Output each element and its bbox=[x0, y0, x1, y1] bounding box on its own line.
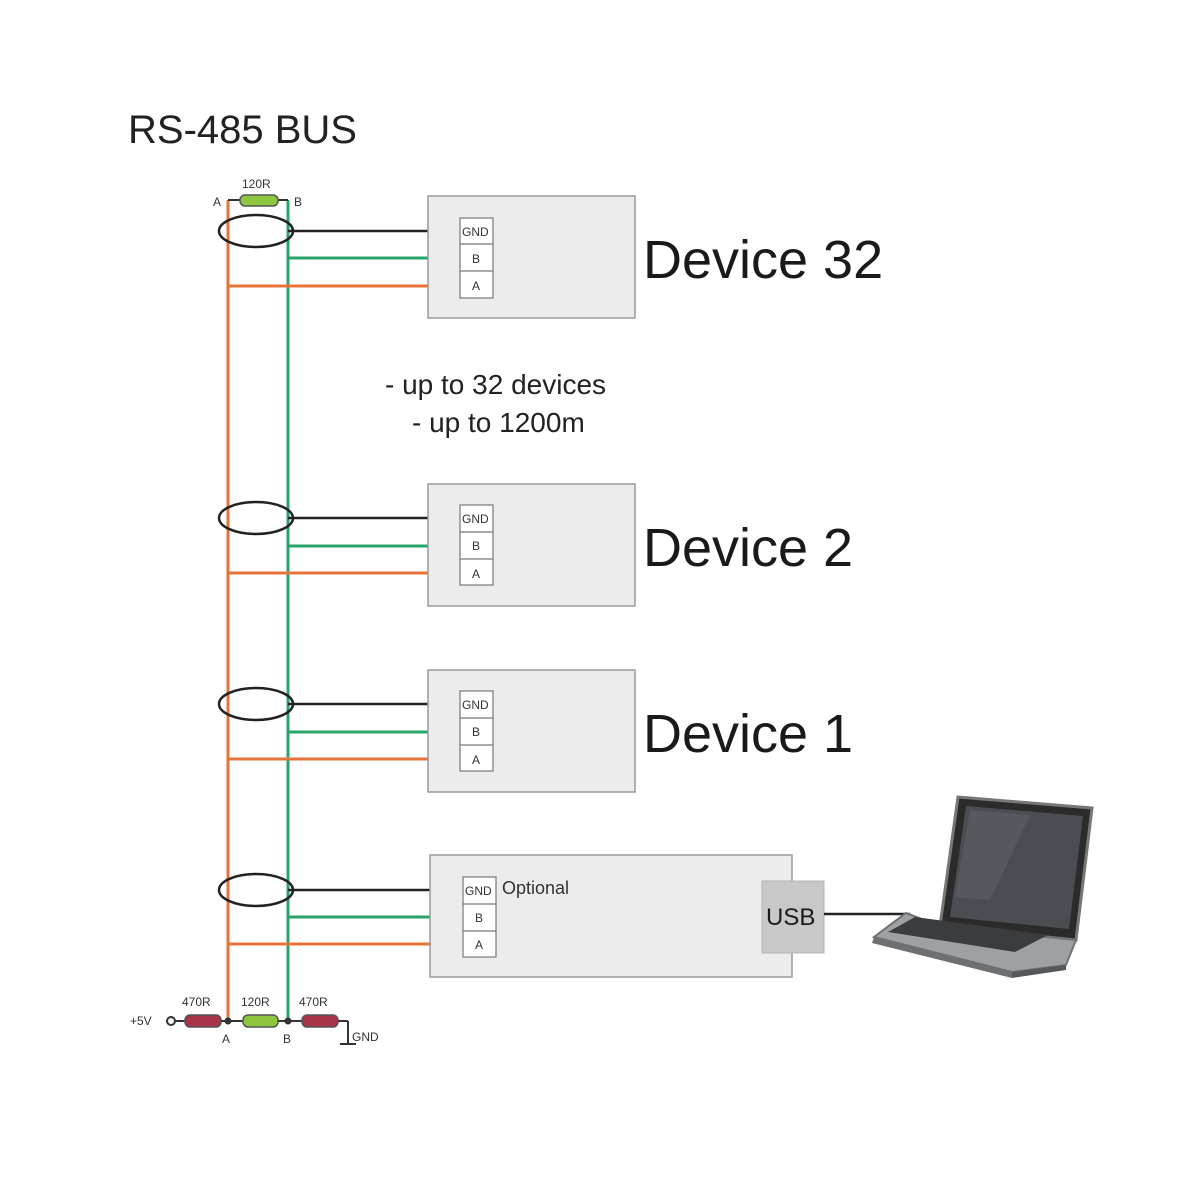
node-a-label: A bbox=[222, 1032, 230, 1046]
pulldown-value: 470R bbox=[299, 995, 328, 1009]
device-32-group: GND B A Device 32 bbox=[217, 195, 883, 319]
pullup-resistor bbox=[184, 1014, 222, 1028]
gnd-label: GND bbox=[352, 1030, 379, 1044]
node-b-label: B bbox=[283, 1032, 291, 1046]
node-b bbox=[284, 1017, 292, 1025]
note-max-devices: - up to 32 devices bbox=[385, 369, 606, 400]
diagram-title: RS-485 BUS bbox=[128, 108, 357, 152]
top-terminator-a-label: A bbox=[213, 195, 221, 209]
terminal-block: GND B A bbox=[459, 504, 494, 586]
laptop-icon bbox=[871, 795, 1094, 978]
pin-b-label: B bbox=[472, 539, 480, 553]
note-max-length: - up to 1200m bbox=[412, 407, 585, 438]
top-terminator-b-label: B bbox=[294, 195, 302, 209]
bias-network: +5V 470R 120R 470R A B GND bbox=[130, 995, 379, 1046]
pin-a-label: A bbox=[472, 753, 480, 767]
pin-b-label: B bbox=[472, 725, 480, 739]
device-1-group: GND B A Device 1 bbox=[217, 669, 853, 793]
pulldown-resistor bbox=[301, 1014, 339, 1028]
optional-label: Optional bbox=[502, 878, 569, 898]
device-32-label: Device 32 bbox=[643, 230, 883, 290]
termination-resistor bbox=[242, 1014, 279, 1028]
supply-terminal bbox=[166, 1016, 176, 1026]
usb-converter-group: GND B A Optional USB bbox=[217, 854, 910, 978]
device-2-box bbox=[427, 483, 636, 607]
top-terminator-resistor bbox=[239, 194, 279, 207]
terminal-block: GND B A bbox=[462, 876, 497, 958]
device-2-group: GND B A Device 2 bbox=[217, 483, 853, 607]
usb-port bbox=[761, 880, 825, 954]
pin-gnd-label: GND bbox=[462, 225, 489, 239]
twisted-pair-marker bbox=[217, 686, 295, 722]
node-a bbox=[224, 1017, 232, 1025]
top-terminator-value: 120R bbox=[242, 177, 271, 191]
pin-gnd-label: GND bbox=[462, 698, 489, 712]
pin-a-label: A bbox=[475, 938, 483, 952]
pin-gnd-label: GND bbox=[465, 884, 492, 898]
pin-b-label: B bbox=[475, 911, 483, 925]
pin-gnd-label: GND bbox=[462, 512, 489, 526]
twisted-pair-marker bbox=[217, 500, 295, 536]
termination-value: 120R bbox=[241, 995, 270, 1009]
twisted-pair-marker bbox=[217, 872, 295, 908]
pullup-value: 470R bbox=[182, 995, 211, 1009]
usb-label: USB bbox=[766, 904, 815, 931]
pin-a-label: A bbox=[472, 567, 480, 581]
supply-label: +5V bbox=[130, 1014, 152, 1028]
device-1-box bbox=[427, 669, 636, 793]
terminal-block: GND B A bbox=[459, 217, 494, 299]
top-terminator: 120R A B bbox=[213, 177, 302, 209]
terminal-block: GND B A bbox=[459, 690, 494, 772]
twisted-pair-marker bbox=[217, 213, 295, 249]
device-32-box bbox=[427, 195, 636, 319]
pin-b-label: B bbox=[472, 252, 480, 266]
device-2-label: Device 2 bbox=[643, 518, 853, 578]
device-1-label: Device 1 bbox=[643, 704, 853, 764]
pin-a-label: A bbox=[472, 279, 480, 293]
